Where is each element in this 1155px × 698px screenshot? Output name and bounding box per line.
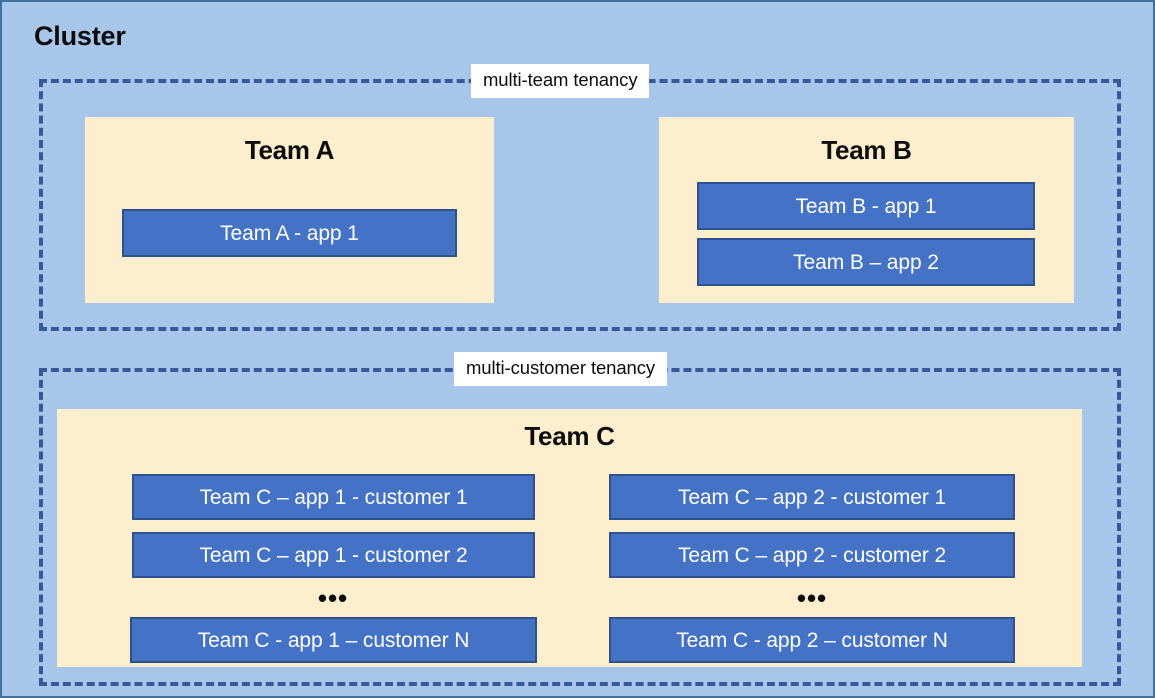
ellipsis-team-c-app-2: ••• bbox=[796, 583, 828, 613]
app-box-team-c-app-2-customer-1[interactable]: Team C – app 2 - customer 1 bbox=[609, 474, 1015, 520]
team-title-team-a: Team A bbox=[244, 135, 335, 165]
team-box-team-b: Team B Team B - app 1 Team B – app 2 bbox=[659, 117, 1074, 303]
team-box-team-c: Team C Team C – app 1 - customer 1 Team … bbox=[57, 409, 1082, 667]
cluster-title: Cluster bbox=[34, 21, 126, 51]
app-box-team-c-app-2-customer-n[interactable]: Team C - app 2 – customer N bbox=[609, 617, 1015, 663]
app-box-team-b-app-1[interactable]: Team B - app 1 bbox=[697, 182, 1035, 230]
team-title-team-c: Team C bbox=[524, 421, 615, 451]
team-box-team-a: Team A Team A - app 1 bbox=[85, 117, 494, 303]
app-box-team-c-app-1-customer-1[interactable]: Team C – app 1 - customer 1 bbox=[132, 474, 535, 520]
team-title-team-b: Team B bbox=[821, 135, 912, 165]
app-box-team-c-app-1-customer-2[interactable]: Team C – app 1 - customer 2 bbox=[132, 532, 535, 578]
app-box-team-c-app-2-customer-2[interactable]: Team C – app 2 - customer 2 bbox=[609, 532, 1015, 578]
app-box-team-c-app-1-customer-n[interactable]: Team C - app 1 – customer N bbox=[130, 617, 537, 663]
app-box-team-b-app-2[interactable]: Team B – app 2 bbox=[697, 238, 1035, 286]
tenancy-label-multi-team: multi-team tenancy bbox=[471, 64, 650, 98]
app-box-team-a-app-1[interactable]: Team A - app 1 bbox=[122, 209, 457, 257]
tenancy-label-multi-customer: multi-customer tenancy bbox=[454, 352, 668, 386]
ellipsis-team-c-app-1: ••• bbox=[317, 583, 349, 613]
